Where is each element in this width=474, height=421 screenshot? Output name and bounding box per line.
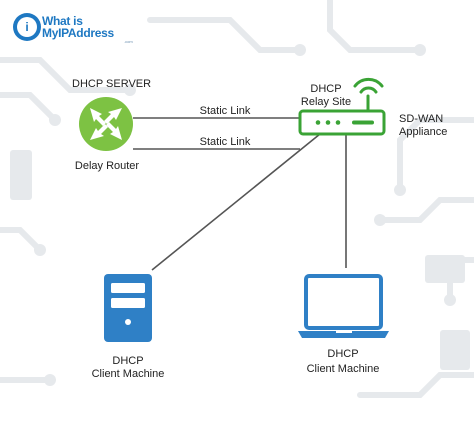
svg-text:i: i — [25, 20, 28, 34]
circuit-pads — [10, 44, 470, 386]
link-relay-client1 — [151, 133, 321, 271]
relay-label-line2: Relay Site — [300, 96, 352, 108]
relay-label-line1: DHCP — [310, 83, 342, 95]
router-icon — [79, 97, 133, 151]
circuit-background — [0, 0, 474, 398]
static-link-label-1: Static Link — [199, 105, 251, 117]
appliance-label-line2: Appliance — [399, 126, 448, 138]
appliance-label-line1: SD-WAN — [399, 113, 444, 125]
client2-label-line1: DHCP — [327, 348, 359, 360]
logo-text-line2: MyIPAddress — [42, 26, 114, 40]
laptop-icon — [298, 274, 389, 338]
client1-label-line2: Client Machine — [91, 368, 165, 380]
wifi-icon — [353, 77, 384, 113]
client1-label-line1: DHCP — [112, 355, 144, 367]
logo-text-line1: What is — [42, 14, 83, 28]
dhcp-server-label: DHCP SERVER — [72, 78, 152, 90]
static-link-label-2: Static Link — [199, 136, 251, 148]
logo-icon: i — [13, 13, 41, 41]
router-label: Delay Router — [74, 160, 140, 172]
logo-text-sub: .com — [124, 39, 133, 44]
sdwan-appliance-icon — [298, 109, 386, 136]
client2-label-line2: Client Machine — [306, 363, 380, 375]
server-tower-icon — [104, 274, 152, 342]
connection-lines — [133, 117, 347, 271]
